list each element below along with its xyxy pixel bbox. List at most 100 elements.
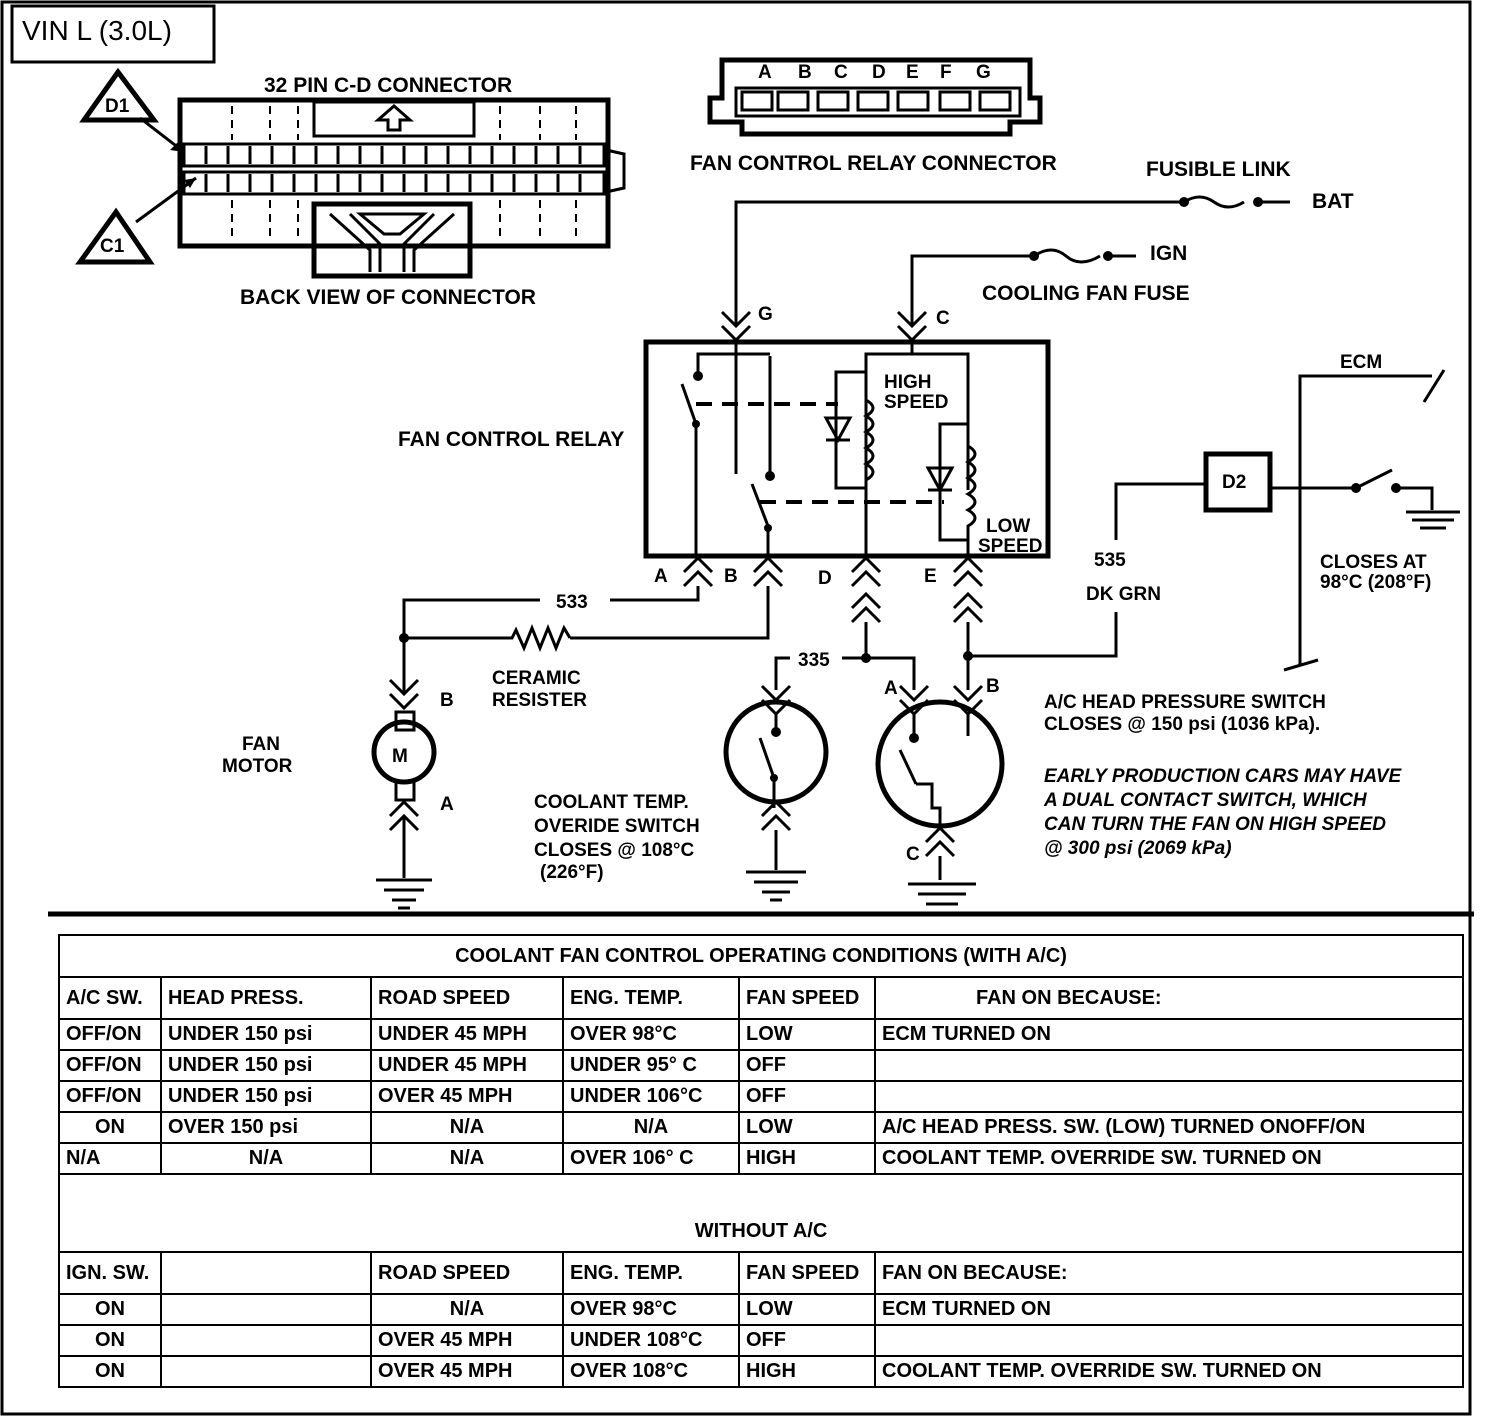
- d2-box: [1203, 451, 1273, 513]
- table-cell: COOLANT TEMP. OVERRIDE SW. TURNED ON: [873, 1142, 1465, 1175]
- wire-335-label: 335: [798, 650, 830, 671]
- early-note-4: @ 300 psi (2069 kPa): [1044, 838, 1232, 859]
- coolant-label-2: OVERIDE SWITCH: [534, 816, 700, 837]
- coolant-override-switch: 335 COOLANT TEMP. OVERIDE SWITCH CLOSES …: [534, 622, 871, 902]
- motor-m-label: M: [392, 746, 408, 767]
- pin-g-label: G: [758, 304, 773, 325]
- low-speed-label-1: LOW: [986, 516, 1030, 537]
- coil-low-icon: [964, 444, 977, 556]
- marker-d1: D1: [105, 96, 130, 117]
- ac-note-2: CLOSES @ 150 psi (1036 kPa).: [1044, 714, 1320, 735]
- table-cell: HIGH: [738, 1142, 876, 1175]
- ecm-circuit: 535 DK GRN D2 ECM CLOSES AT 98°C (208°F): [968, 352, 1460, 672]
- power-feeds: FUSIBLE LINK BAT IGN COOLING FAN FUSE: [734, 158, 1354, 326]
- marker-d1-icon: [79, 67, 159, 123]
- closes-at-label-1: CLOSES AT: [1320, 552, 1427, 573]
- table-cell: ON: [58, 1111, 162, 1144]
- wire-533-label: 533: [556, 592, 588, 613]
- table-cell: OVER 106° C: [562, 1142, 740, 1175]
- fan-motor-label-1: FAN: [242, 734, 280, 755]
- ceramic-label-1: CERAMIC: [492, 668, 581, 689]
- table-row: ON OVER 45 MPH UNDER 108°C OFF: [58, 1324, 1465, 1357]
- connector-32pin-title: 32 PIN C-D CONNECTOR: [264, 74, 512, 97]
- relay-pin-b: B: [798, 62, 812, 83]
- title-box: [10, 4, 216, 64]
- table-cell: UNDER 108°C: [562, 1324, 740, 1357]
- table-cell: N/A: [370, 1142, 564, 1175]
- relay-pin-f: F: [940, 62, 952, 83]
- table-cell: UNDER 45 MPH: [370, 1049, 564, 1082]
- fan-motor-label-2: MOTOR: [222, 756, 293, 777]
- bat-label: BAT: [1312, 190, 1354, 213]
- relay-pin-d: D: [872, 62, 886, 83]
- table-cell: ECM TURNED ON: [873, 1018, 1465, 1051]
- table-cell: UNDER 150 psi: [160, 1080, 372, 1113]
- table-cell: N/A: [160, 1142, 372, 1175]
- marker-c1-icon: [75, 207, 155, 265]
- table-noac-header: [160, 1251, 372, 1295]
- table-noac-header: FAN SPEED: [738, 1251, 876, 1295]
- table-cell: OFF/ON: [58, 1018, 162, 1051]
- table-cell: LOW: [738, 1293, 876, 1326]
- early-note-1: EARLY PRODUCTION CARS MAY HAVE: [1044, 766, 1402, 787]
- table-ac-header: A/C SW.: [58, 976, 162, 1020]
- sw-pin-a-label: A: [884, 678, 898, 699]
- table-row: ON OVER 45 MPH OVER 108°C HIGH COOLANT T…: [58, 1355, 1465, 1388]
- table-cell: N/A: [370, 1111, 564, 1144]
- marker-c1: C1: [100, 236, 125, 257]
- table-cell: OVER 98°C: [562, 1293, 740, 1326]
- pin-a-arrow-icon: [682, 555, 714, 588]
- table-cell: ON: [58, 1324, 162, 1357]
- wire-535-color-label: DK GRN: [1086, 584, 1161, 605]
- table-cell: HIGH: [738, 1355, 876, 1388]
- table-cell: OFF: [738, 1324, 876, 1357]
- pin-b-label: B: [724, 566, 738, 587]
- table-cell: N/A: [370, 1293, 564, 1326]
- table-cell: UNDER 150 psi: [160, 1018, 372, 1051]
- page-frame: [0, 0, 1472, 1416]
- connector-32pin-subtitle: BACK VIEW OF CONNECTOR: [240, 286, 536, 309]
- table-cell: [873, 1049, 1465, 1082]
- table-noac-caption: WITHOUT A/C: [57, 1211, 1465, 1253]
- ecm-label: ECM: [1340, 352, 1382, 373]
- pin-d-label: D: [818, 568, 832, 589]
- pin-a-label: A: [654, 566, 668, 587]
- ceramic-resister-icon: [404, 623, 572, 653]
- table-cell: OFF: [738, 1080, 876, 1113]
- relay-connector-title: FAN CONTROL RELAY CONNECTOR: [690, 152, 1057, 175]
- table-ac-header: FAN SPEED: [738, 976, 876, 1020]
- motor-pin-b-label: B: [440, 690, 454, 711]
- high-speed-label-1: HIGH: [884, 372, 932, 393]
- ground-icon: [746, 870, 806, 902]
- table-noac-header: FAN ON BECAUSE:: [873, 1251, 1465, 1295]
- coolant-label-1: COOLANT TEMP.: [534, 792, 689, 813]
- pin-e-arrow-icon: [952, 555, 984, 624]
- table-cell: ON: [58, 1293, 162, 1326]
- table-row: N/A N/A N/A OVER 106° C HIGH COOLANT TEM…: [58, 1142, 1465, 1175]
- table-cell: OVER 45 MPH: [370, 1355, 564, 1388]
- table-cell: OFF/ON: [58, 1080, 162, 1113]
- table-cell: OVER 45 MPH: [370, 1080, 564, 1113]
- table-ac-header: HEAD PRESS.: [160, 976, 372, 1020]
- table-cell: N/A: [58, 1142, 162, 1175]
- table-row: OFF/ON UNDER 150 psi UNDER 45 MPH OVER 9…: [58, 1018, 1465, 1051]
- table-cell: ON: [58, 1355, 162, 1388]
- cooling-fan-fuse-icon: [1033, 248, 1101, 264]
- relay-pin-e: E: [906, 62, 919, 83]
- early-note-2: A DUAL CONTACT SWITCH, WHICH: [1043, 790, 1368, 811]
- d2-label: D2: [1222, 472, 1246, 493]
- table-ac-caption: COOLANT FAN CONTROL OPERATING CONDITIONS…: [57, 934, 1465, 978]
- high-speed-label-2: SPEED: [884, 392, 948, 413]
- wire-533: 533 CERAMIC RESISTER: [399, 586, 770, 711]
- table-cell: OVER 150 psi: [160, 1111, 372, 1144]
- table-noac-header: IGN. SW.: [58, 1251, 162, 1295]
- table-cell: OVER 98°C: [562, 1018, 740, 1051]
- table-cell: LOW: [738, 1018, 876, 1051]
- up-arrow-icon: [374, 104, 414, 132]
- table-ac-header: FAN ON BECAUSE:: [873, 976, 1465, 1020]
- table-row: OFF/ON UNDER 150 psi OVER 45 MPH UNDER 1…: [58, 1080, 1465, 1113]
- connector-32pin: 32 PIN C-D CONNECTOR BACK VIEW OF CONNEC…: [75, 67, 626, 309]
- table-cell: UNDER 95° C: [562, 1049, 740, 1082]
- table-cell: A/C HEAD PRESS. SW. (LOW) TURNED ONOFF/O…: [873, 1111, 1465, 1144]
